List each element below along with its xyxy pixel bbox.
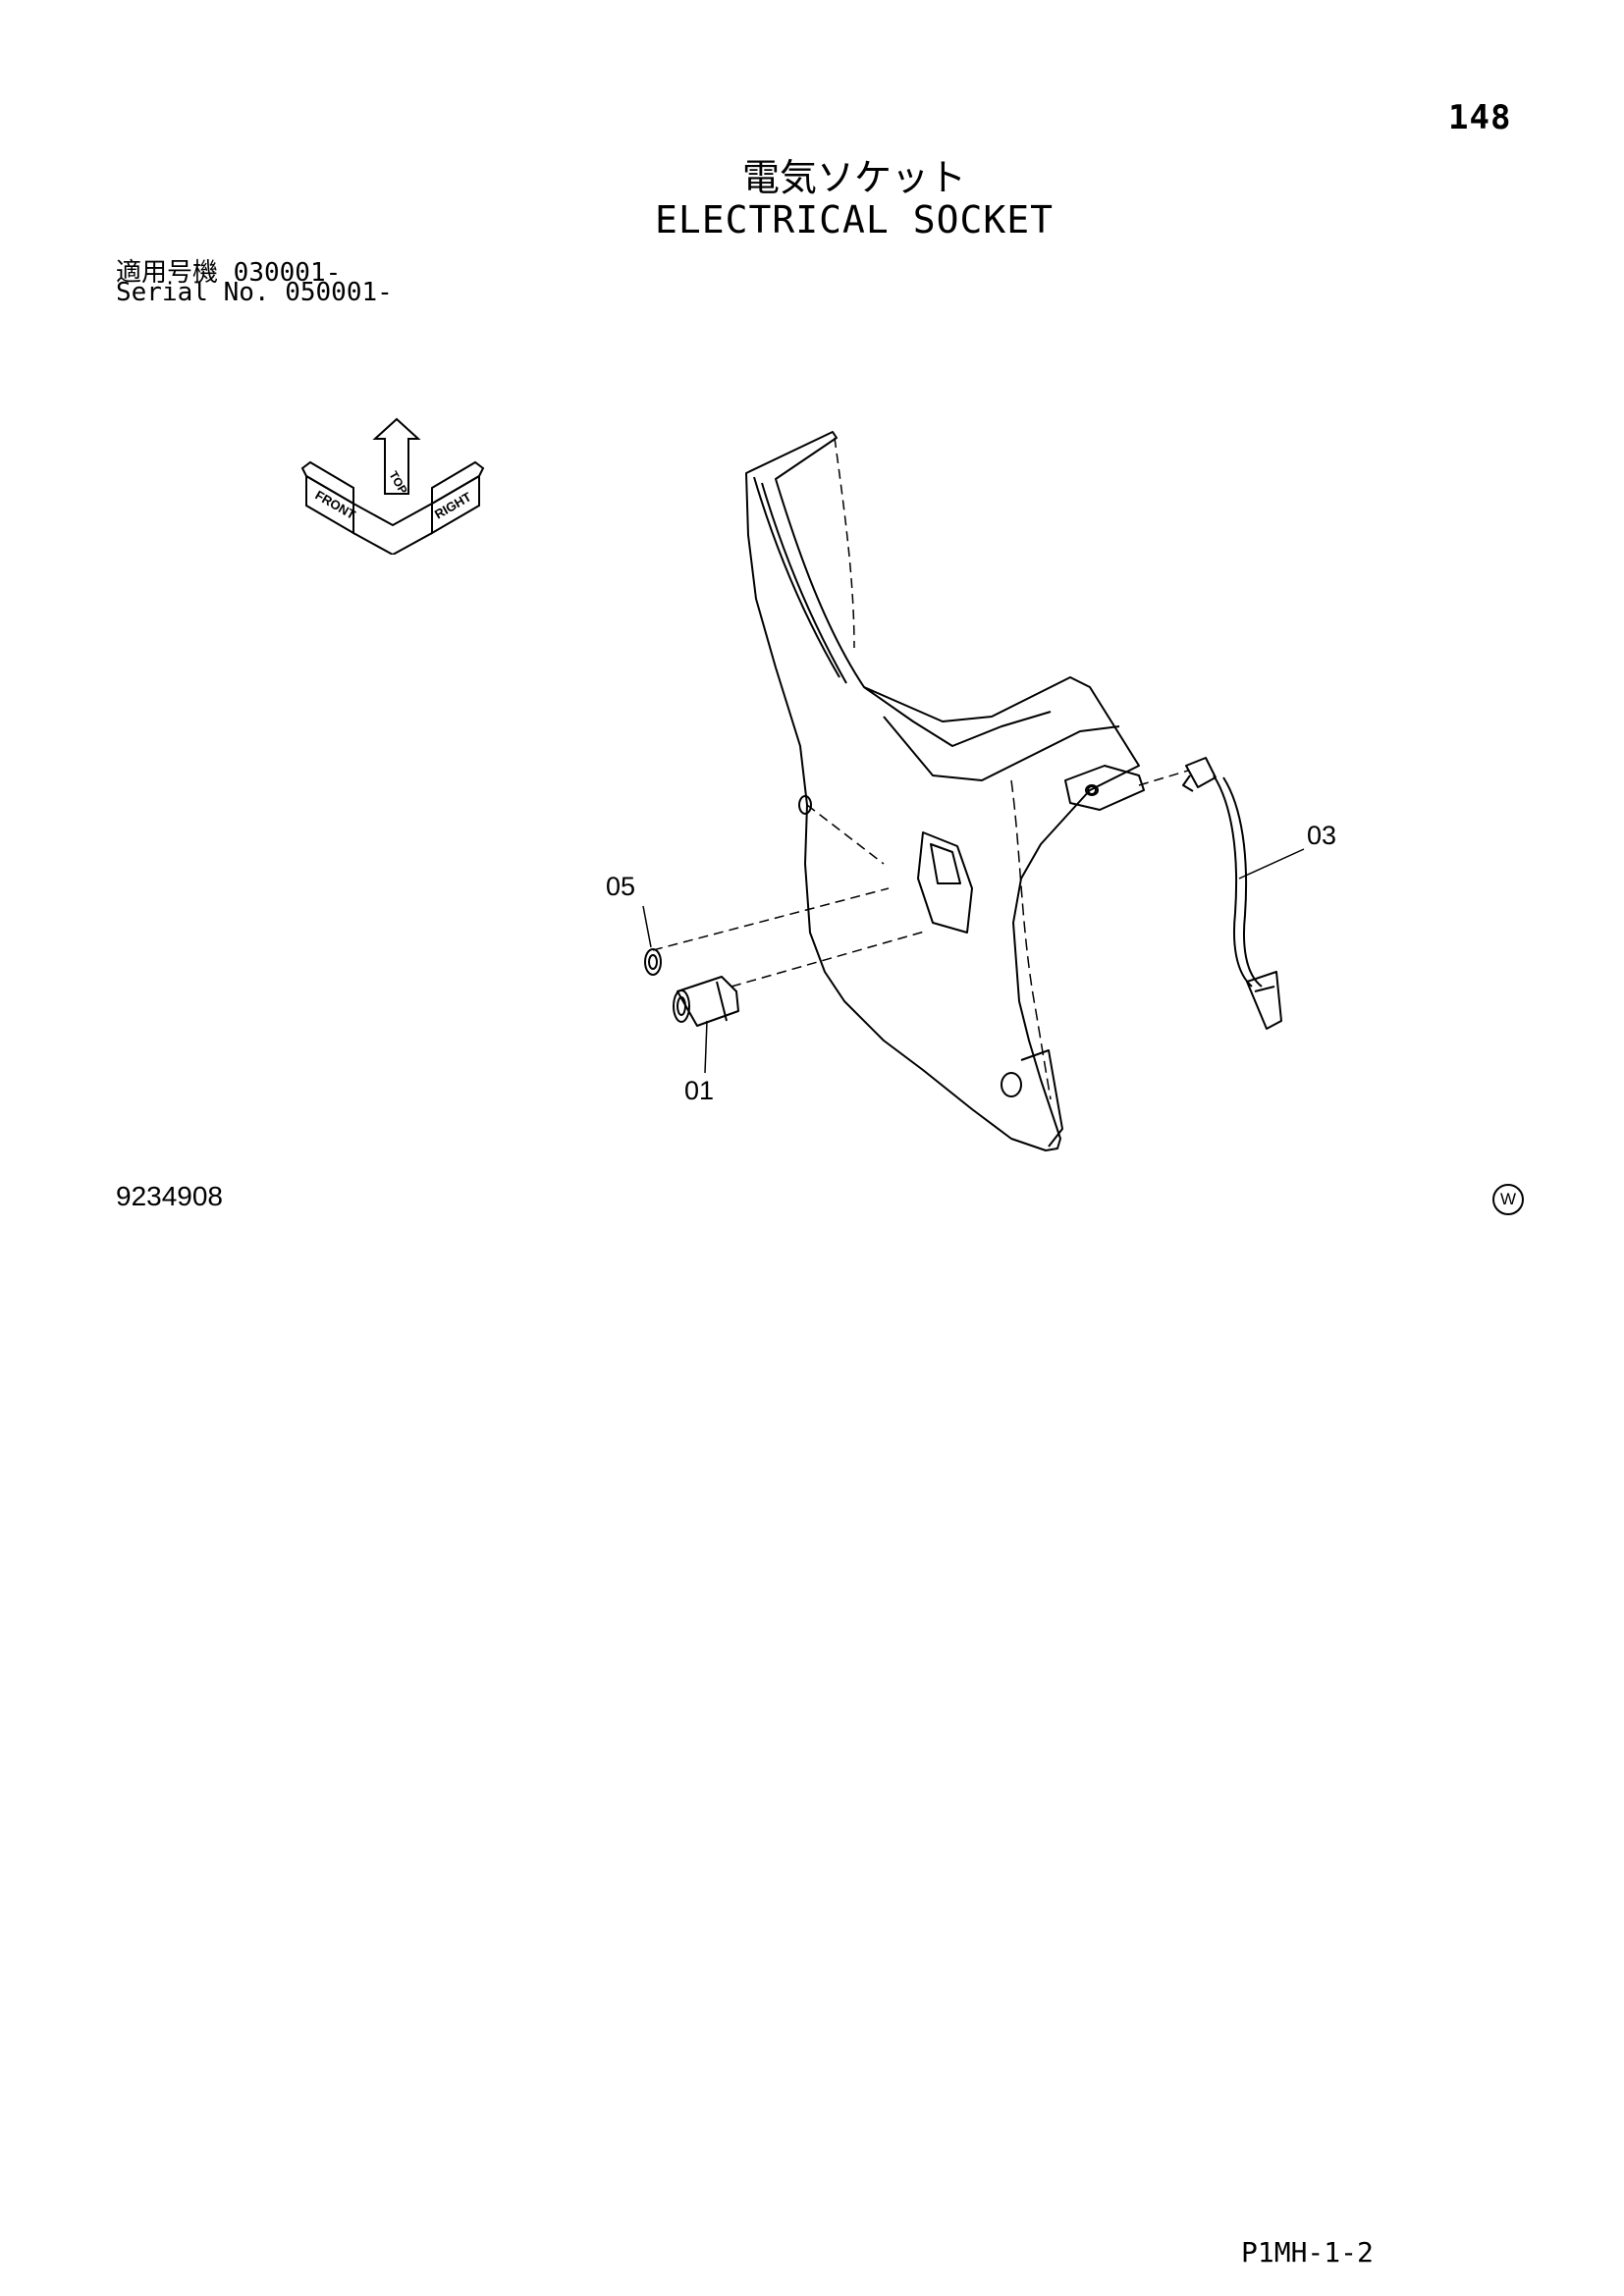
assembly-lines <box>652 770 1189 988</box>
callout-03: 03 <box>1307 821 1337 850</box>
part-03-harness <box>1182 757 1282 1030</box>
part-05-nut <box>644 948 662 976</box>
part-01-socket <box>673 976 739 1027</box>
serial-en-label: Serial No. <box>116 278 270 307</box>
serial-jp-label: 適用号機 <box>116 258 219 288</box>
orientation-right-label: RIGHT <box>432 489 474 521</box>
footer-code: P1MH-1-2 <box>1241 2236 1374 2269</box>
page-title-english: ELECTRICAL SOCKET <box>655 198 1054 241</box>
serial-jp-value: 030001- <box>233 258 342 288</box>
orientation-indicator-icon: TOP FRONT RIGHT <box>300 417 485 555</box>
page-title-japanese: 電気ソケット <box>741 156 966 199</box>
circled-w-mark-icon: W <box>1492 1184 1524 1215</box>
serial-applicability-en: Serial No. 050001- <box>116 278 393 307</box>
side-cover-panel <box>745 431 1145 1151</box>
callout-05: 05 <box>606 872 636 901</box>
drawing-number: 9234908 <box>116 1181 224 1211</box>
callout-01: 01 <box>684 1076 715 1105</box>
page-number: 148 <box>1448 98 1512 137</box>
serial-en-value: 050001- <box>285 278 393 307</box>
serial-applicability-jp: 適用号機 030001- <box>116 252 341 289</box>
leader-lines <box>642 848 1305 1074</box>
exploded-view-illustration <box>642 431 1305 1151</box>
orientation-top-label: TOP <box>386 469 409 497</box>
